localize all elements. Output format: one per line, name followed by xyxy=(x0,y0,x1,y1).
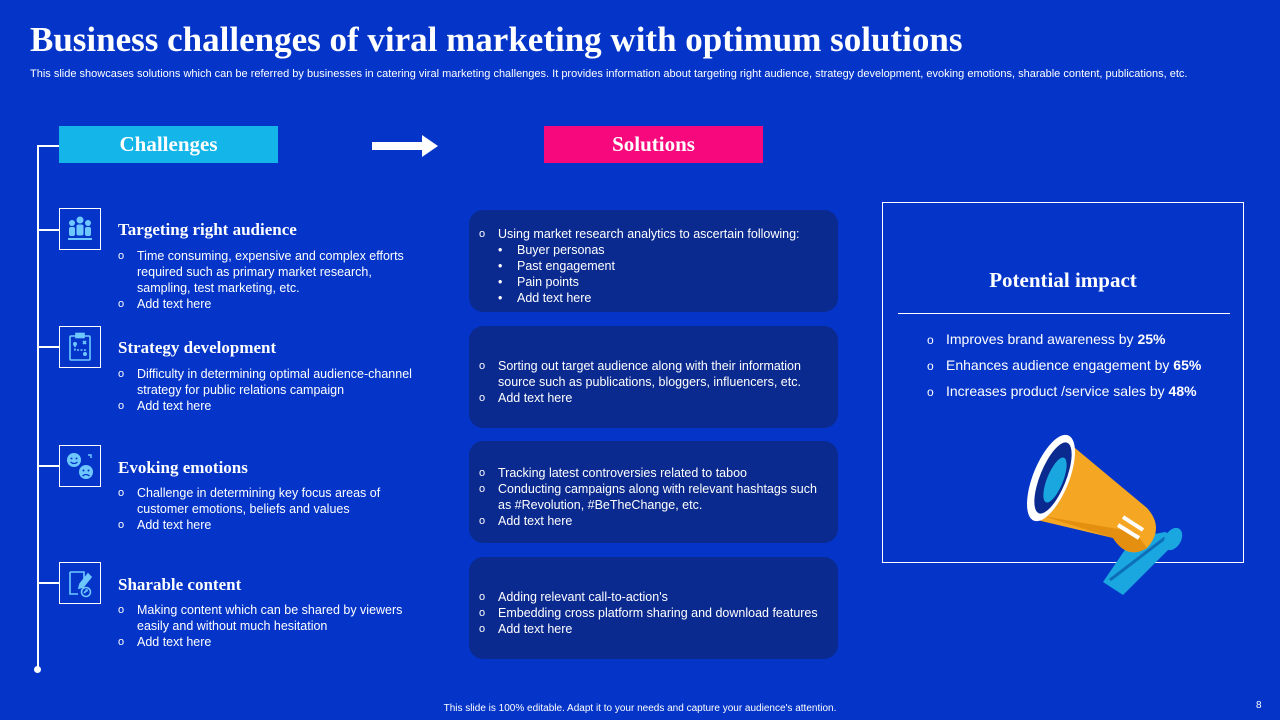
solution-bullets: Tracking latest controversies related to… xyxy=(479,465,826,529)
challenge-bullet: Add text here xyxy=(118,517,418,533)
solution-bullet: Sorting out target audience along with t… xyxy=(479,358,826,390)
challenge-title: Strategy development xyxy=(118,338,277,357)
timeline-branch xyxy=(37,465,59,467)
impact-item: Improves brand awareness by 25% xyxy=(927,326,1227,353)
challenge-bullet: Add text here xyxy=(118,634,418,650)
impact-divider xyxy=(898,313,1230,314)
solutions-header: Solutions xyxy=(544,126,763,163)
share-content-icon xyxy=(59,562,101,604)
clipboard-strategy-icon xyxy=(59,326,101,368)
challenge-bullet: Challenge in determining key focus areas… xyxy=(118,485,418,517)
solution-sub-bullets: Buyer personas Past engagement Pain poin… xyxy=(479,242,826,306)
impact-title: Potential impact xyxy=(989,268,1137,292)
solution-bullet: Embedding cross platform sharing and dow… xyxy=(479,605,826,621)
solution-sub-bullet: Add text here xyxy=(498,290,826,306)
timeline-branch xyxy=(37,229,59,231)
solution-card: Using market research analytics to ascer… xyxy=(469,210,838,312)
page-number: 8 xyxy=(1256,700,1262,711)
right-arrow-icon xyxy=(372,135,438,162)
timeline-end-dot xyxy=(34,666,41,673)
solution-bullet: Add text here xyxy=(479,513,826,529)
timeline-branch xyxy=(37,346,59,348)
solution-bullet: Add text here xyxy=(479,621,826,637)
solution-bullets: Using market research analytics to ascer… xyxy=(479,226,826,242)
solution-bullet: Using market research analytics to ascer… xyxy=(479,226,826,242)
solution-card: Adding relevant call-to-action's Embeddi… xyxy=(469,557,838,659)
challenge-bullets: Making content which can be shared by vi… xyxy=(118,602,418,650)
solution-sub-bullet: Past engagement xyxy=(498,258,826,274)
challenge-bullet: Making content which can be shared by vi… xyxy=(118,602,418,634)
impact-panel xyxy=(882,202,1244,563)
solution-sub-bullet: Pain points xyxy=(498,274,826,290)
solution-bullets: Sorting out target audience along with t… xyxy=(479,358,826,406)
challenge-bullets: Time consuming, expensive and complex ef… xyxy=(118,248,418,312)
impact-item: Enhances audience engagement by 65% xyxy=(927,352,1227,379)
megaphone-icon xyxy=(1015,420,1190,603)
solution-bullet: Adding relevant call-to-action's xyxy=(479,589,826,605)
solution-card: Sorting out target audience along with t… xyxy=(469,326,838,428)
slide-title: Business challenges of viral marketing w… xyxy=(30,20,963,59)
solution-bullets: Adding relevant call-to-action's Embeddi… xyxy=(479,589,826,637)
solution-bullet: Add text here xyxy=(479,390,826,406)
timeline-branch xyxy=(37,582,59,584)
challenge-title: Sharable content xyxy=(118,575,242,594)
slide-subtitle: This slide showcases solutions which can… xyxy=(30,68,1188,80)
impact-item: Increases product /service sales by 48% xyxy=(927,378,1227,405)
challenge-bullet: Difficulty in determining optimal audien… xyxy=(118,366,418,398)
solution-card: Tracking latest controversies related to… xyxy=(469,441,838,543)
solution-sub-bullet: Buyer personas xyxy=(498,242,826,258)
timeline-line xyxy=(37,145,39,670)
team-icon xyxy=(59,208,101,250)
challenges-header: Challenges xyxy=(59,126,278,163)
challenge-bullet: Time consuming, expensive and complex ef… xyxy=(118,248,418,296)
challenge-bullets: Difficulty in determining optimal audien… xyxy=(118,366,418,414)
emotions-icon xyxy=(59,445,101,487)
impact-list: Improves brand awareness by 25% Enhances… xyxy=(927,326,1227,405)
challenge-bullets: Challenge in determining key focus areas… xyxy=(118,485,418,533)
slide-footer: This slide is 100% editable. Adapt it to… xyxy=(443,703,837,714)
challenge-bullet: Add text here xyxy=(118,398,418,414)
challenge-title: Targeting right audience xyxy=(118,220,297,239)
timeline-branch-header xyxy=(37,145,59,147)
challenge-title: Evoking emotions xyxy=(118,458,248,477)
challenge-bullet: Add text here xyxy=(118,296,418,312)
solution-bullet: Conducting campaigns along with relevant… xyxy=(479,481,826,513)
solution-bullet: Tracking latest controversies related to… xyxy=(479,465,826,481)
